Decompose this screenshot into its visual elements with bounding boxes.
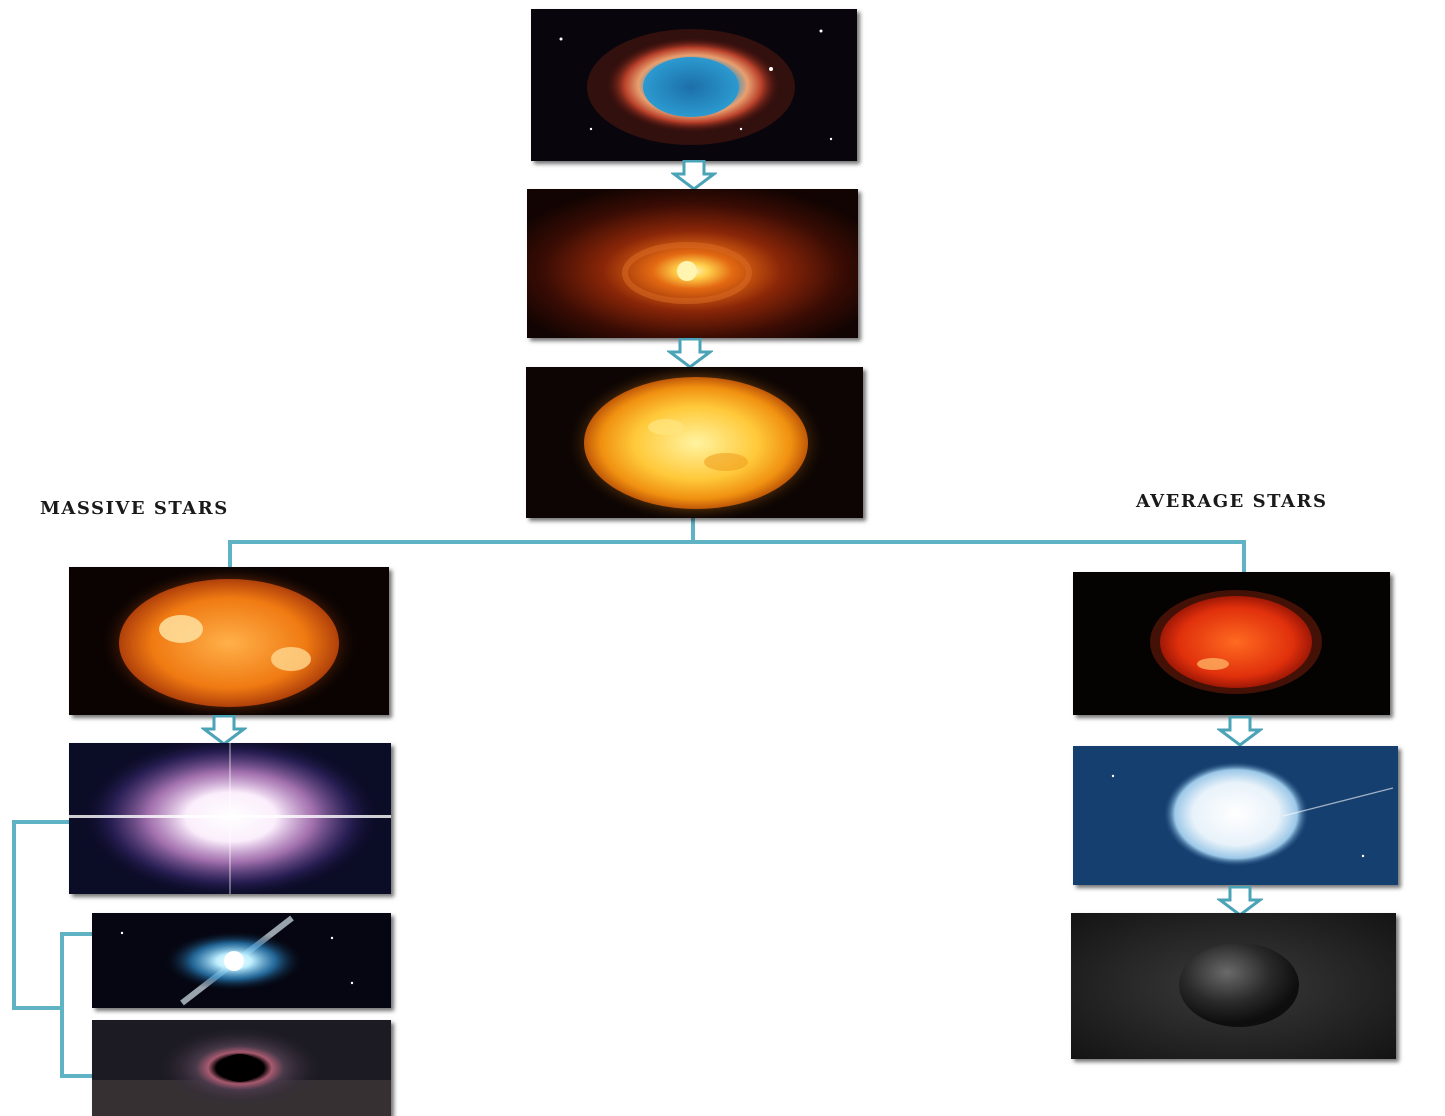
protostar-image (527, 189, 858, 338)
remnant-bracket (60, 932, 92, 1078)
down-arrow-icon (671, 160, 717, 190)
split-connector-right (693, 540, 1246, 572)
down-arrow-icon (667, 338, 713, 368)
down-arrow-icon (1217, 886, 1263, 916)
split-connector (228, 515, 695, 568)
red-supergiant-image (69, 567, 389, 715)
white-dwarf-image (1073, 746, 1398, 885)
main-sequence-star-image (526, 367, 863, 518)
red-giant-image (1073, 572, 1390, 715)
massive-stars-label: MASSIVE STARS (40, 498, 229, 519)
black-hole-image (92, 1020, 391, 1116)
down-arrow-icon (201, 715, 247, 745)
supernova-image (69, 743, 391, 894)
average-stars-label: AVERAGE STARS (1136, 491, 1328, 512)
neutron-star-image (92, 913, 391, 1008)
down-arrow-icon (1217, 716, 1263, 746)
black-dwarf-image (1071, 913, 1396, 1059)
nebula-image (531, 9, 857, 161)
